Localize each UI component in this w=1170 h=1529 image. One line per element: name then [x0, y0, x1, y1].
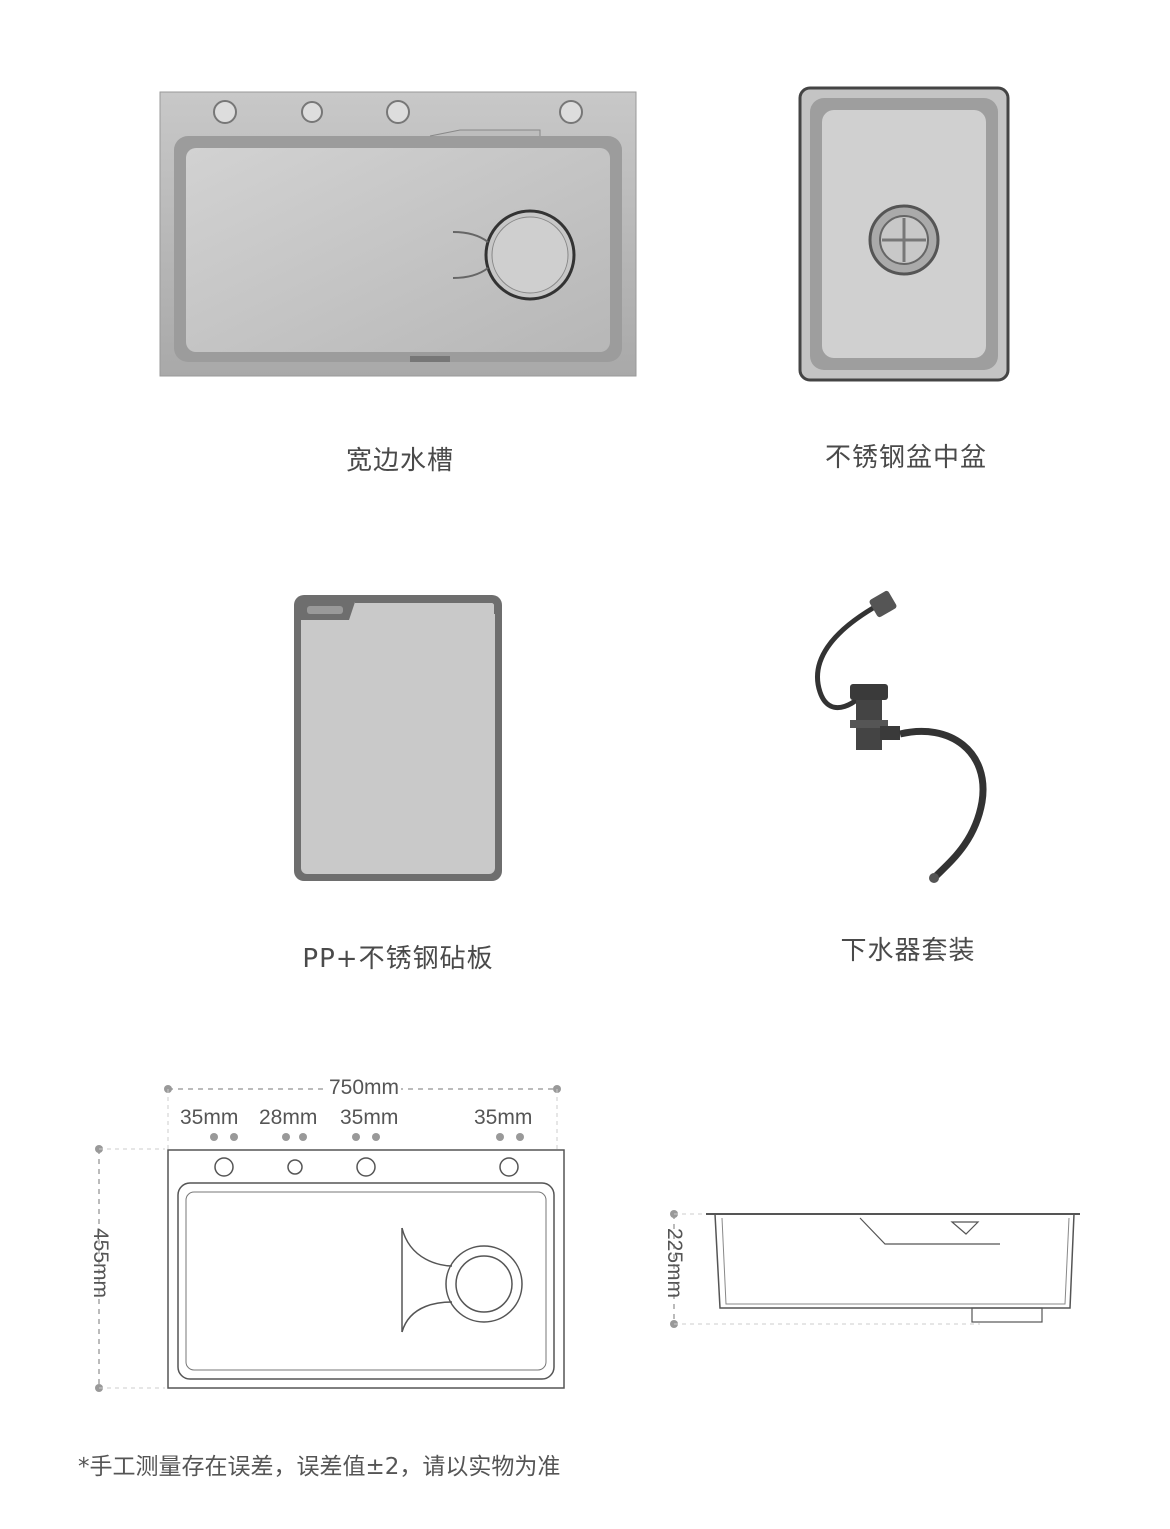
- hole-dimension-1: 35mm: [178, 1106, 241, 1130]
- hole-dimension-3: 35mm: [338, 1106, 401, 1130]
- drain-kit-image: [815, 590, 987, 883]
- depth-dimension: 225mm: [663, 1228, 686, 1299]
- drain-kit-label: 下水器套装: [840, 936, 976, 966]
- cutting-board-image: [294, 595, 502, 881]
- cutting-board-label: PP+不锈钢砧板: [302, 944, 494, 974]
- basin-image: [798, 86, 1010, 382]
- hole-dimension-2: 28mm: [257, 1106, 320, 1130]
- hole-dimension-4: 35mm: [472, 1106, 535, 1130]
- measurement-note: *手工测量存在误差，误差值±2，请以实物为准: [78, 1454, 561, 1480]
- sink-image: [159, 91, 637, 377]
- height-dimension: 455mm: [89, 1228, 112, 1299]
- basin-label: 不锈钢盆中盆: [824, 443, 987, 473]
- dimension-drawing-side: [670, 1210, 1080, 1328]
- width-dimension: 750mm: [327, 1076, 402, 1100]
- sink-label: 宽边水槽: [345, 446, 454, 476]
